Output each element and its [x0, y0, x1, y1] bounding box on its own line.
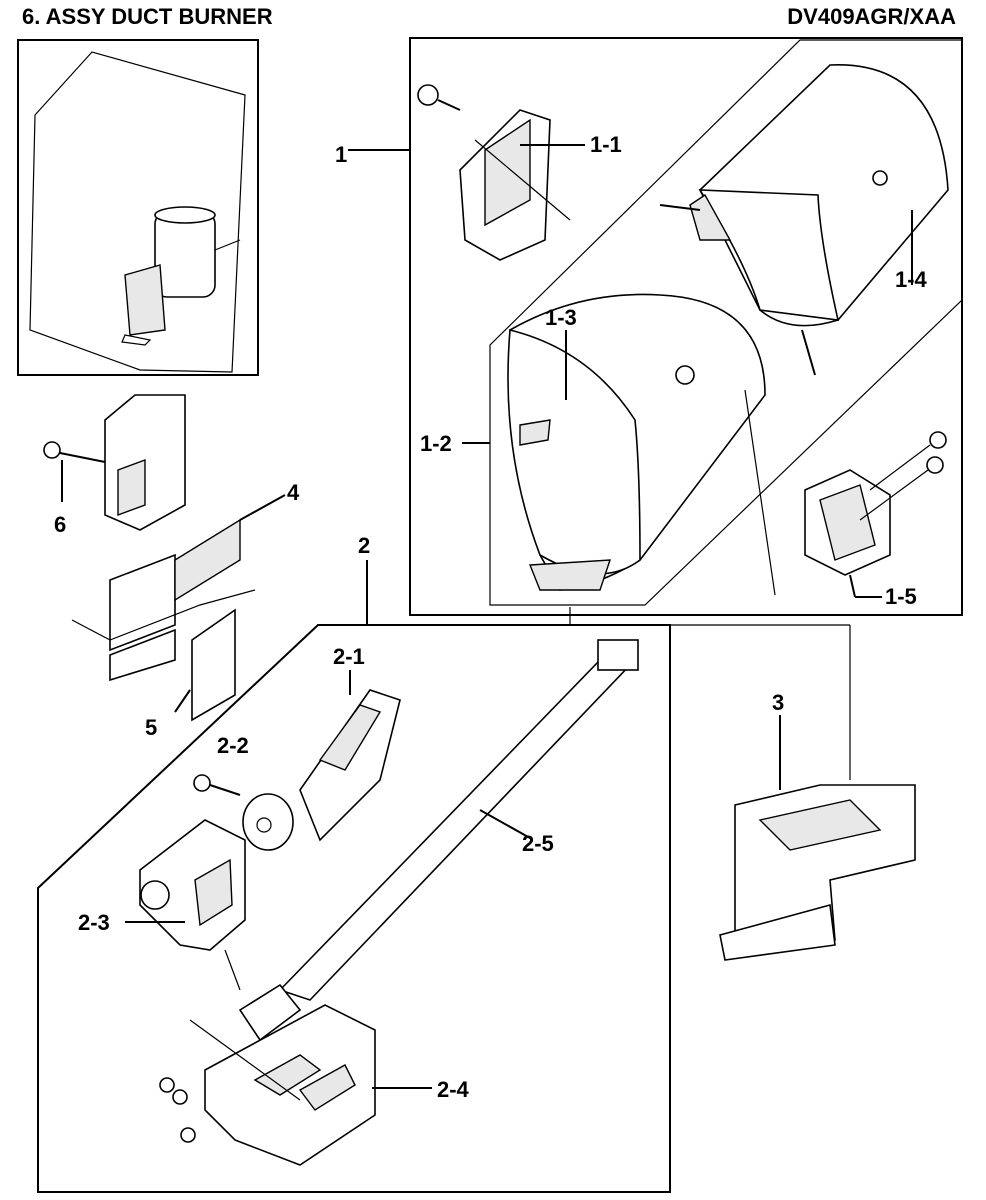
bracket-part-3 — [719, 625, 916, 961]
callout-1-5: 1-5 — [885, 584, 917, 609]
callout-2-5: 2-5 — [522, 831, 554, 856]
callout-1-3: 1-3 — [545, 305, 577, 330]
gas-pipe-part-2-5 — [238, 639, 639, 1042]
callout-2-2: 2-2 — [217, 733, 249, 758]
callout-1-1: 1-1 — [590, 132, 622, 157]
cone-part-1-4 — [659, 64, 949, 376]
callout-2-1: 2-1 — [333, 644, 365, 669]
callout-2-4: 2-4 — [437, 1077, 470, 1102]
callout-3: 3 — [772, 690, 784, 715]
callout-4: 4 — [287, 480, 300, 505]
callout-5: 5 — [145, 715, 157, 740]
overview-inset — [17, 39, 259, 376]
callout-2: 2 — [358, 533, 370, 558]
gas-valve-part-2-3 — [125, 819, 246, 991]
mounting-bracket-part-2-4 — [159, 1004, 432, 1166]
bracket-part-6 — [43, 394, 186, 531]
callout-6: 6 — [54, 512, 66, 537]
page-title: 6. ASSY DUCT BURNER — [22, 4, 273, 29]
burner-tube-part-2-1 — [242, 670, 401, 851]
bracket-part-1-1 — [417, 84, 585, 261]
callout-1: 1 — [335, 142, 347, 167]
callout-1-4: 1-4 — [895, 267, 928, 292]
overview-burner-thumbnail — [121, 206, 241, 346]
igniter-part-1-5 — [744, 389, 947, 598]
assembly-1-group — [348, 37, 963, 616]
model-number: DV409AGR/XAA — [787, 4, 956, 29]
sensor-part-4 — [71, 494, 286, 682]
duct-part-1-2 — [462, 293, 766, 591]
pad-part-5 — [174, 608, 236, 722]
callout-1-2: 1-2 — [420, 431, 452, 456]
callout-2-3: 2-3 — [78, 910, 110, 935]
assembly-2-group — [37, 560, 850, 1193]
screw-part-2-2 — [193, 774, 241, 796]
